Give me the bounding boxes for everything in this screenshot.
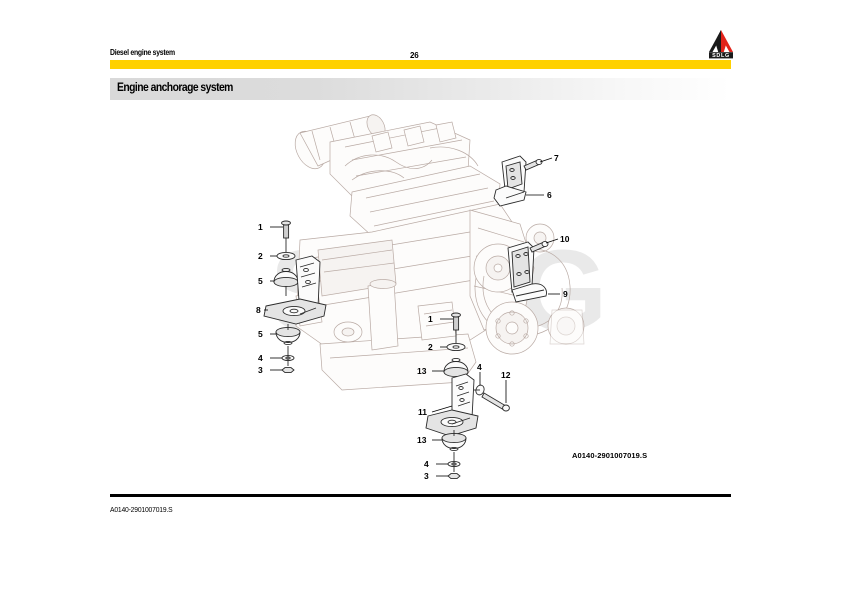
engine-illustration bbox=[294, 114, 585, 391]
page-header-title: Diesel engine system bbox=[110, 48, 175, 57]
callout-label: 13 bbox=[417, 435, 427, 445]
callout-label: 4 bbox=[477, 362, 482, 372]
callout-label: 5 bbox=[258, 329, 263, 339]
upper-right-callout-numbers: 7 6 bbox=[547, 153, 559, 200]
exploded-view-diagram: .eng { fill:#fdfcfb; stroke:#b9aaa4; str… bbox=[0, 100, 842, 490]
callout-label: 3 bbox=[424, 471, 429, 481]
callout-label: 12 bbox=[501, 370, 511, 380]
footer-part-code: A0140-2901007019.S bbox=[110, 505, 173, 514]
callout-label: 13 bbox=[417, 366, 427, 376]
callout-label: 6 bbox=[547, 190, 552, 200]
bottom-mount-callout-numbers: 1 2 13 4 12 11 13 4 3 bbox=[417, 314, 511, 481]
left-mount-assembly bbox=[263, 220, 327, 374]
page-number: 26 bbox=[410, 51, 419, 60]
callout-label: 1 bbox=[428, 314, 433, 324]
lower-right-callout-leaders bbox=[545, 238, 560, 295]
lower-right-callout-numbers: 10 9 bbox=[560, 234, 570, 299]
callout-label: 9 bbox=[563, 289, 568, 299]
callout-label: 3 bbox=[258, 365, 263, 375]
upper-right-callout-leaders bbox=[526, 157, 553, 196]
section-title: Engine anchorage system bbox=[117, 82, 233, 94]
callout-label: 4 bbox=[258, 353, 263, 363]
footer-divider bbox=[110, 494, 731, 497]
callout-label: 5 bbox=[258, 276, 263, 286]
sdlg-logo: SDLG bbox=[703, 28, 739, 60]
callout-label: 1 bbox=[258, 222, 263, 232]
lower-right-bracket-assembly bbox=[507, 240, 549, 303]
drawing-part-code: A0140-2901007019.S bbox=[572, 451, 648, 460]
bottom-mount-callout-leaders bbox=[431, 318, 507, 477]
accent-bar bbox=[110, 60, 731, 69]
upper-right-bracket-assembly bbox=[493, 155, 543, 207]
left-mount-callout-numbers: 1 2 5 8 5 4 3 bbox=[256, 222, 263, 375]
callout-label: 10 bbox=[560, 234, 570, 244]
bottom-mount-assembly bbox=[425, 312, 510, 480]
callout-label: 2 bbox=[258, 251, 263, 261]
callout-label: 8 bbox=[256, 305, 261, 315]
callout-label: 2 bbox=[428, 342, 433, 352]
section-title-bar: Engine anchorage system bbox=[110, 78, 731, 100]
callout-label: 4 bbox=[424, 459, 429, 469]
svg-text:SDLG: SDLG bbox=[712, 53, 730, 59]
callout-label: 11 bbox=[418, 407, 427, 417]
left-mount-callout-leaders bbox=[264, 226, 283, 371]
callout-label: 7 bbox=[554, 153, 559, 163]
